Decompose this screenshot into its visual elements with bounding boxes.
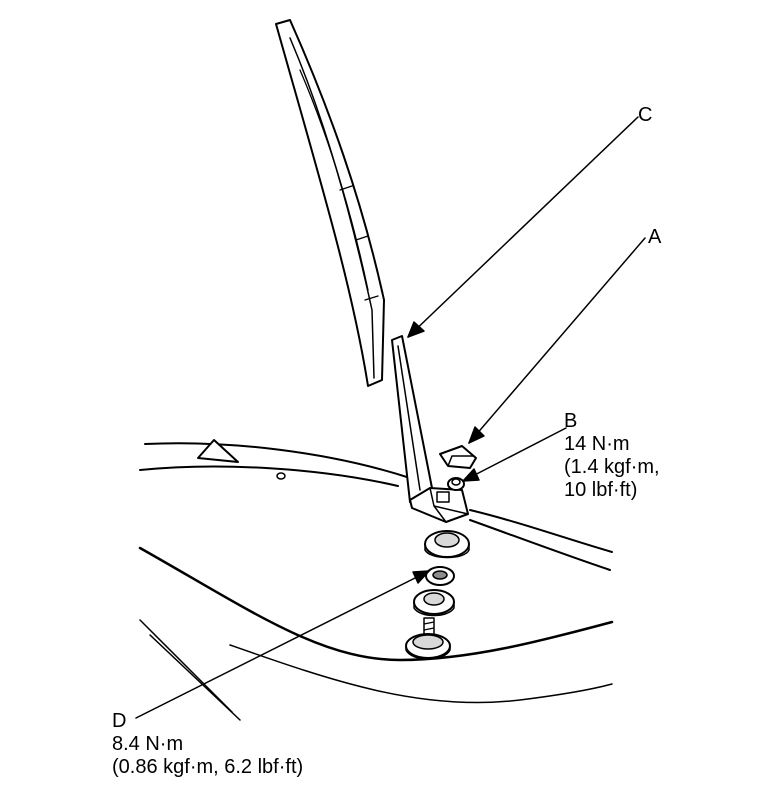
bumper-line-2 — [149, 634, 241, 721]
arm-base-slot — [436, 491, 450, 503]
callout-d-torque-alt: (0.86 kgf·m, 6.2 lbf·ft) — [112, 756, 304, 778]
arm-inner-edge — [397, 345, 421, 491]
cap-shape — [439, 445, 477, 469]
callout-a-letter: A — [648, 226, 662, 248]
washer-nozzle — [197, 439, 239, 463]
callout-d-letter: D — [112, 710, 127, 732]
pivot-cap — [439, 445, 477, 469]
arm-base-top — [429, 487, 469, 523]
callout-b-torque-lbf: 10 lbf·ft) — [564, 479, 638, 501]
blade-detail — [339, 185, 379, 301]
tailgate-lower-curve — [229, 644, 613, 704]
leader-a — [468, 237, 646, 444]
glass-mark — [276, 472, 286, 480]
blade-spine — [299, 69, 369, 291]
callout-b-torque-nm: 14 N·m — [564, 433, 630, 455]
callout-d-torque-nm: 8.4 N·m — [112, 733, 184, 755]
hatch-trim-line — [469, 509, 613, 553]
callout-d-block: D 8.4 N·m (0.86 kgf·m, 6.2 lbf·ft) — [112, 710, 303, 779]
cap-edge — [447, 455, 475, 467]
hatch-trim-line-2 — [469, 519, 611, 571]
leader-lines — [135, 116, 646, 719]
wiper-blade — [275, 19, 385, 387]
callout-b-block: B 14 N·m (1.4 kgf·m, 10 lbf·ft) — [564, 410, 660, 502]
pivot-bushings — [413, 530, 470, 617]
tailgate-main-curve — [138, 546, 614, 662]
arm-body — [391, 335, 433, 503]
leader-c — [407, 116, 639, 338]
wiper-arm — [391, 335, 469, 523]
rear-glass-upper-edge — [144, 442, 411, 479]
callout-b-torque-kgf: (1.4 kgf·m, — [564, 456, 660, 478]
bumper-line-1 — [139, 619, 233, 713]
rear-glass-lower-edge — [139, 465, 399, 487]
callout-b-letter: B — [564, 410, 578, 432]
blade-outline — [275, 19, 385, 387]
pivot-nut — [447, 477, 465, 491]
callout-c-letter: C — [638, 104, 653, 126]
vehicle-body-lines — [138, 439, 614, 721]
leader-b — [462, 427, 567, 482]
pivot-bolt — [405, 617, 451, 660]
leader-d — [135, 570, 430, 719]
